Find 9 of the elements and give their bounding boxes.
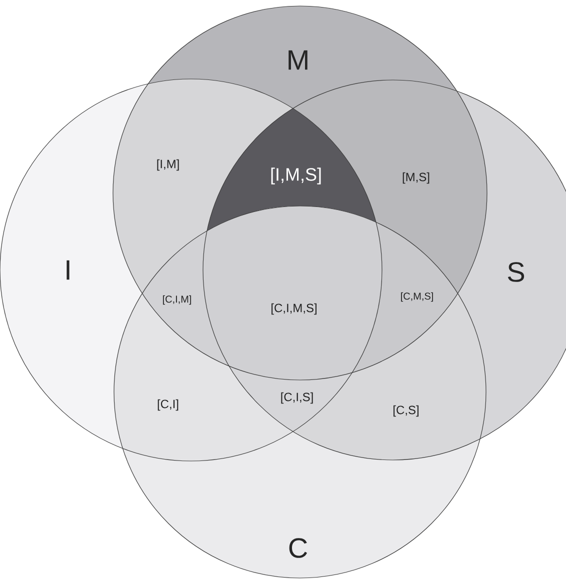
region-label: [C,I,M] <box>162 295 192 305</box>
region-label: [C,S] <box>394 405 418 417</box>
region-label: [C,M,S] <box>401 292 433 302</box>
region-label: [M,S] <box>402 172 430 184</box>
region-label: [C,I] <box>158 399 178 411</box>
region-label: [I,M] <box>157 159 179 171</box>
region-label: [C,I,S] <box>281 392 313 404</box>
region-label: [C,I,M,S] <box>272 303 316 315</box>
region-label: [I,M,S] <box>271 168 321 184</box>
